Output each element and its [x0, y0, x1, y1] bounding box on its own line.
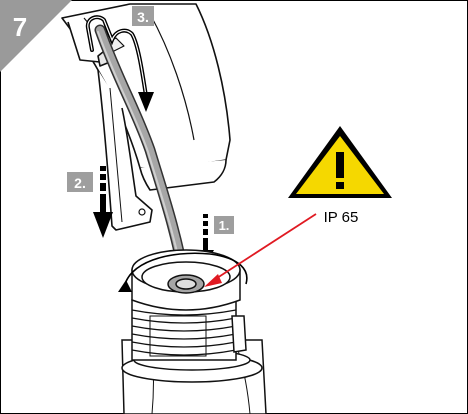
step-2-label: 2.	[74, 175, 86, 191]
rotate-arrow-icon	[118, 252, 248, 292]
step-number: 7	[13, 12, 27, 42]
cover-housing	[61, 3, 231, 231]
seal-pointer	[204, 213, 317, 287]
step-number-badge: 7	[0, 0, 72, 72]
cable-routing-arrow	[85, 15, 148, 98]
cable	[94, 24, 192, 292]
step-3-tag: 3.	[132, 6, 154, 26]
step-3-label: 3.	[137, 9, 149, 25]
step-2-arrow	[93, 166, 113, 238]
step-2-tag: 2.	[67, 172, 93, 192]
step-1-tag: 1.	[214, 216, 234, 234]
step-1-label: 1.	[219, 218, 230, 233]
protection-rating-label: IP 65	[324, 209, 359, 226]
warning-triangle-icon	[288, 126, 392, 198]
cable-gland	[121, 249, 267, 414]
arrow-down-icon	[138, 92, 154, 112]
